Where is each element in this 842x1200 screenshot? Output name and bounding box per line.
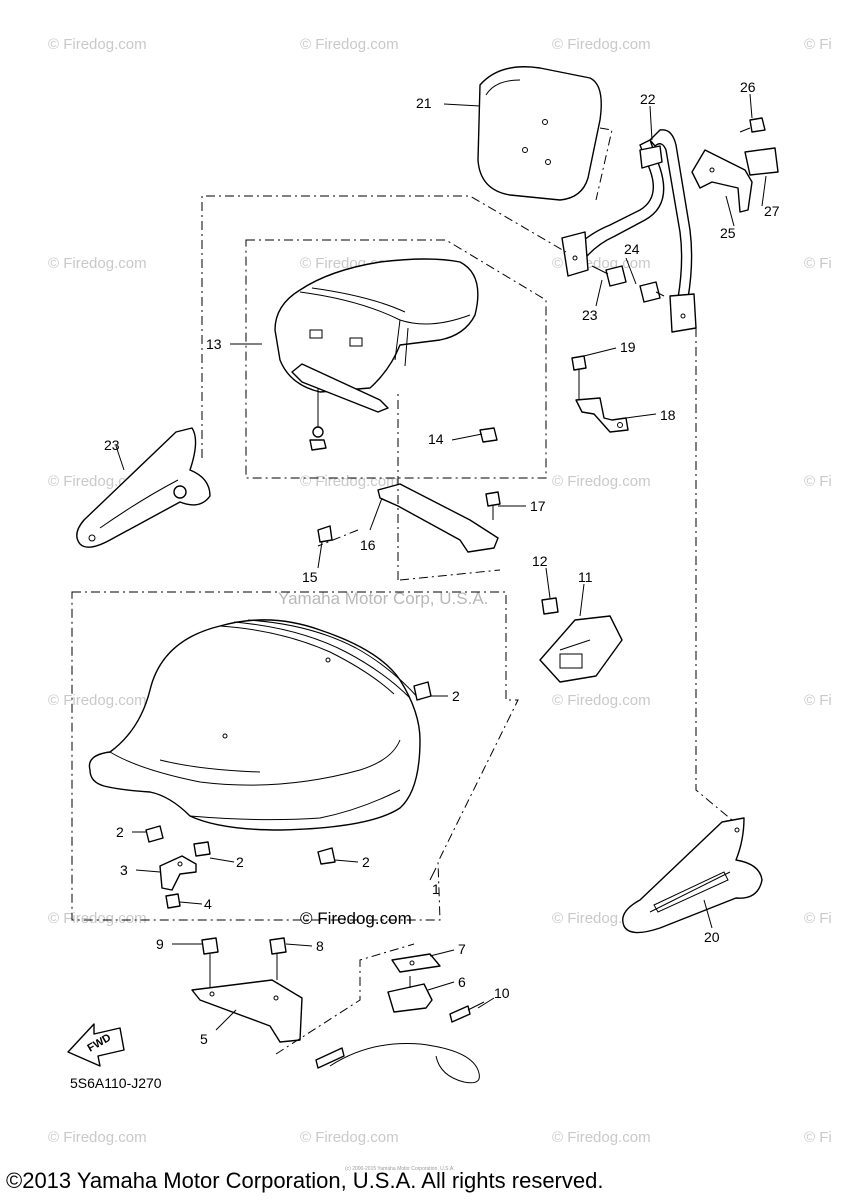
callout-13: 13 — [206, 336, 222, 352]
bolt-15 — [317, 525, 333, 543]
bolt-9 — [201, 937, 219, 988]
nut-8 — [269, 937, 287, 980]
backrest-pad — [477, 66, 602, 201]
watermark: © Firedog.com — [552, 473, 651, 490]
backrest-frame — [561, 129, 697, 333]
lock-plate-5 — [191, 979, 303, 1043]
bracket-3 — [159, 855, 197, 891]
watermark: © Firedog.com — [552, 36, 651, 53]
callout-15: 15 — [302, 569, 318, 585]
watermark: © Firedog.com — [552, 692, 651, 709]
copyright-notice: ©2013 Yamaha Motor Corporation, U.S.A. A… — [6, 1168, 603, 1193]
callout-11: 11 — [578, 569, 593, 585]
callout-9: 9 — [156, 936, 164, 952]
callout-4: 4 — [204, 896, 212, 912]
assembly-box-1 — [71, 591, 519, 921]
link-line — [317, 529, 359, 547]
damper-2b — [145, 825, 164, 843]
link-line — [399, 569, 501, 581]
watermark: © Firedog.com — [48, 255, 147, 272]
callout-21: 23 — [104, 437, 120, 453]
watermark: © Firedog.com — [48, 910, 147, 927]
callout-27: 27 — [764, 203, 780, 219]
rear-seat — [274, 258, 479, 413]
callout-23b: 24 — [624, 241, 640, 257]
grommet-13 — [309, 388, 327, 451]
callout-2b: 2 — [116, 824, 124, 840]
callout-19: 19 — [620, 339, 636, 355]
watermark: © Fi — [804, 910, 832, 927]
main-seat — [88, 619, 421, 831]
callout-6: 6 — [458, 974, 466, 990]
callout-12: 12 — [532, 553, 548, 569]
fwd-arrow-icon: FWD — [67, 1023, 125, 1067]
callout-25: 25 — [720, 225, 736, 241]
damper-2a — [413, 681, 432, 701]
bolt-23a — [591, 265, 627, 287]
watermark: © Fi — [804, 1129, 832, 1146]
bolt-19 — [571, 355, 587, 400]
seat-bracket-16 — [377, 483, 499, 553]
link-line — [595, 127, 613, 201]
callout-18: 18 — [660, 407, 676, 423]
callout-20: 20 — [704, 929, 720, 945]
grab-handle-20 — [622, 817, 763, 934]
watermark: © Firedog.com — [300, 473, 399, 490]
callout-2c: 2 — [236, 854, 244, 870]
link-line — [275, 943, 415, 1055]
callout-17: 17 — [530, 498, 546, 514]
bolt-23b — [639, 281, 665, 303]
callout-24: 21 — [416, 95, 432, 111]
bolt-12 — [541, 597, 559, 615]
watermark: © Firedog.com — [552, 1129, 651, 1146]
callout-7: 7 — [458, 941, 466, 957]
callout-2d: 2 — [362, 854, 370, 870]
watermark: © Firedog.com — [300, 1129, 399, 1146]
watermark: © Fi — [804, 473, 832, 490]
callout-3: 3 — [120, 862, 128, 878]
bracket-25 — [691, 149, 753, 213]
callout-14: 14 — [428, 431, 444, 447]
cable-10 — [315, 1001, 485, 1084]
callout-2a: 2 — [452, 688, 460, 704]
latch-6 — [387, 976, 433, 1013]
center-watermark: © Firedog.com — [300, 909, 412, 928]
figure-code: 5S6A110-J270 — [70, 1075, 162, 1091]
watermark: © Fi — [804, 692, 832, 709]
yamaha-watermark: Yamaha Motor Corp, U.S.A. — [278, 589, 488, 608]
callout-5: 5 — [200, 1031, 208, 1047]
plate-27 — [744, 147, 779, 176]
callout-23a: 23 — [582, 307, 598, 323]
callout-22: 22 — [640, 91, 656, 107]
damper-2d — [317, 847, 336, 865]
assembly-box-13 — [245, 239, 547, 479]
link-line — [695, 328, 733, 821]
nut-14 — [479, 427, 498, 443]
watermark: © Firedog.com — [48, 1129, 147, 1146]
seat-bracket-11 — [539, 615, 623, 683]
callout-10: 10 — [494, 985, 510, 1001]
grab-handle-21 — [76, 427, 211, 548]
callout-16: 16 — [360, 537, 376, 553]
nut-4 — [165, 893, 181, 909]
watermark: © Fi — [804, 255, 832, 272]
bolt-26 — [739, 117, 766, 133]
watermark: © Firedog.com — [48, 36, 147, 53]
bolt-17 — [485, 491, 501, 520]
callout-26: 26 — [740, 79, 756, 95]
small-print: (c) 2000-2015 Yamaha Motor Corporation, … — [345, 1166, 455, 1172]
watermark: © Firedog.com — [300, 36, 399, 53]
watermark-grid: © Firedog.com © Firedog.com © Firedog.co… — [48, 36, 832, 1146]
watermark: © Firedog.com — [48, 692, 147, 709]
plate-7 — [391, 953, 441, 973]
callout-8: 8 — [316, 938, 324, 954]
callout-1: 1 — [432, 881, 440, 897]
bracket-18 — [575, 397, 629, 433]
watermark: © Fi — [804, 36, 832, 53]
damper-2c — [193, 841, 211, 857]
callouts: 21 22 26 27 25 24 23 19 18 13 14 23 17 1… — [104, 79, 780, 1047]
